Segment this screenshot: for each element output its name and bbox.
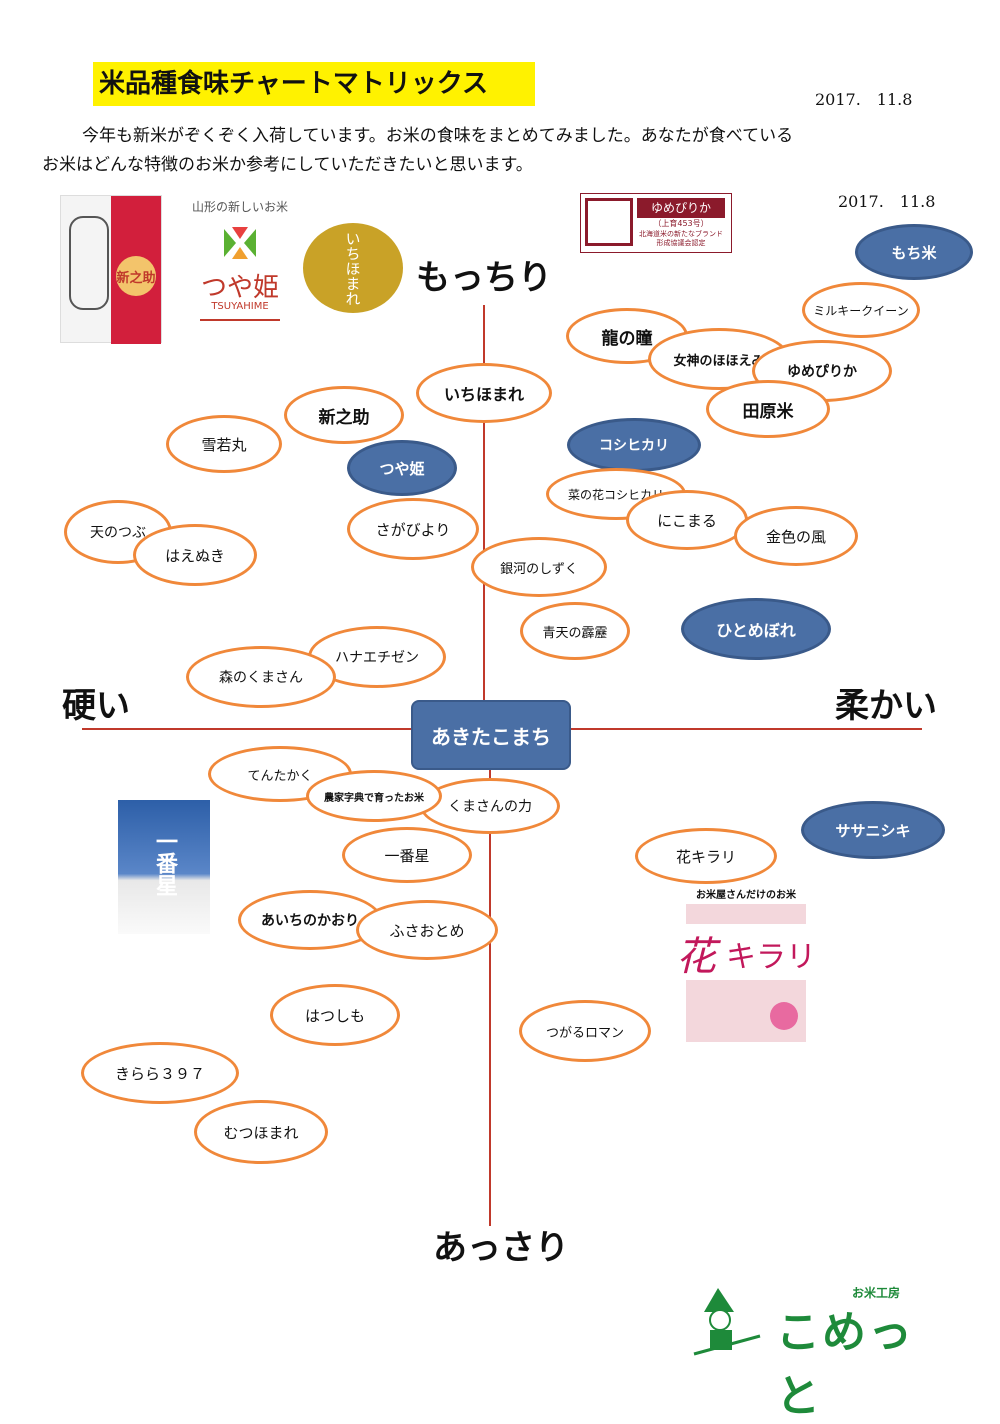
intro-line-1: 今年も新米がぞくぞく入荷しています。お米の食味をまとめてみました。あなたが食べて… xyxy=(82,126,794,146)
axis-label-bottom: あっさり xyxy=(433,1228,569,1268)
yumepirika-logo-note2: 形成協議会認定 xyxy=(656,239,706,247)
horizontal-axis-left xyxy=(82,728,411,730)
variety-tentakaku: てんたかく xyxy=(208,746,352,802)
variety-hanakirari: 花キラリ xyxy=(635,828,777,884)
variety-sagabiyori: さがびより xyxy=(347,498,479,560)
tsuyahime-name: つや姫 xyxy=(200,273,279,303)
page-title: 米品種食味チャートマトリックス xyxy=(93,62,535,106)
variety-ichihomare: いちほまれ xyxy=(416,363,552,423)
hanakirari-title-1: 花 xyxy=(676,934,716,980)
center-variety-akitakomachi: あきたこまち xyxy=(411,700,571,770)
yumepirika-logo-note1: 北海道米の新たなブランド xyxy=(639,230,723,238)
hanakirari-package-image: お米屋さんだけのお米 花 キラリ xyxy=(672,888,822,1042)
intro-line-2: お米はどんな特徴のお米か参考にしていただきたいと思います。 xyxy=(42,155,533,175)
package-label: 新之助 xyxy=(116,256,156,296)
hanakirari-title-band: 花 キラリ xyxy=(672,924,822,980)
yumepirika-logo-sub: （上育453号） xyxy=(653,219,709,228)
ichibanboshi-package-title: 一番星 xyxy=(152,830,177,896)
vertical-axis-bottom xyxy=(489,766,491,1226)
axis-label-left: 硬い xyxy=(62,686,130,726)
variety-morinokuma: 森のくまさん xyxy=(186,646,336,708)
kometto-logo: お米工房 こめっと xyxy=(690,1282,930,1422)
yumepirika-emblem-icon xyxy=(585,198,633,246)
hanakirari-title-2: キラリ xyxy=(726,940,816,975)
variety-hitomebore: ひとめぼれ xyxy=(681,598,831,660)
tsuyahime-emblem-icon xyxy=(224,227,256,259)
tsuyahime-heading: 山形の新しいお米 xyxy=(191,200,288,214)
variety-koshihikari: コシヒカリ xyxy=(567,418,701,472)
tsuyahime-package-image: 山形の新しいお米 つや姫 TSUYAHIME xyxy=(186,195,294,340)
horizontal-axis-right xyxy=(567,728,922,730)
date-top: 2017. 11.8 xyxy=(815,90,913,109)
variety-nouka: 農家字典で育ったお米 xyxy=(306,770,442,822)
package-calligraphy-icon xyxy=(69,216,109,310)
variety-shinnosuke: 新之助 xyxy=(284,386,404,444)
variety-mutsuhomare: むつほまれ xyxy=(194,1100,328,1164)
variety-hatsushimo: はつしも xyxy=(270,984,400,1046)
variety-tsugaru: つがるロマン xyxy=(519,1000,651,1062)
yumepirika-logo: ゆめぴりか （上育453号） 北海道米の新たなブランド 形成協議会認定 xyxy=(580,193,732,253)
hanakirari-heading: お米屋さんだけのお米 xyxy=(686,888,806,904)
variety-mochigome: もち米 xyxy=(855,224,973,280)
variety-seiten: 青天の霹靂 xyxy=(520,602,630,660)
date-second: 2017. 11.8 xyxy=(838,192,936,211)
tsuyahime-romaji: TSUYAHIME xyxy=(211,301,269,312)
logo-big-text: こめっと xyxy=(776,1307,914,1422)
variety-tsuyahime: つや姫 xyxy=(347,440,457,496)
variety-yukiwakamaru: 雪若丸 xyxy=(166,415,282,473)
witch-mascot-icon xyxy=(693,1288,761,1356)
variety-ichibanboshi: 一番星 xyxy=(342,827,472,883)
variety-haenuki: はえぬき xyxy=(133,524,257,586)
ichibanboshi-package-image: 一番星 xyxy=(118,800,210,934)
shinnosuke-package-image: 新之助 xyxy=(60,195,162,344)
variety-aichinokaori: あいちのかおり xyxy=(238,890,382,950)
axis-label-top: もっちり xyxy=(416,258,552,298)
variety-milky-queen: ミルキークイーン xyxy=(802,282,920,338)
variety-sasanishiki: ササニシキ xyxy=(801,801,945,859)
yumepirika-logo-name: ゆめぴりか xyxy=(637,198,725,218)
variety-tahara: 田原米 xyxy=(706,380,830,438)
variety-konjiki: 金色の風 xyxy=(734,506,858,566)
axis-label-right: 柔かい xyxy=(835,686,937,726)
logo-small-text: お米工房 xyxy=(852,1286,901,1300)
variety-ginga: 銀河のしずく xyxy=(471,537,607,597)
variety-nikomaru: にこまる xyxy=(626,490,748,550)
variety-kumasan: くまさんの力 xyxy=(420,778,560,834)
flower-mascot-icon xyxy=(770,1002,798,1030)
variety-kirara: きらら３９７ xyxy=(81,1042,239,1104)
intro-text: 今年も新米がぞくぞく入荷しています。お米の食味をまとめてみました。あなたが食べて… xyxy=(42,122,922,180)
variety-fusaotome: ふさおとめ xyxy=(356,900,498,960)
vertical-axis-top xyxy=(483,305,485,705)
ichihomare-badge: いちほまれ xyxy=(303,223,403,313)
divider xyxy=(200,319,280,321)
